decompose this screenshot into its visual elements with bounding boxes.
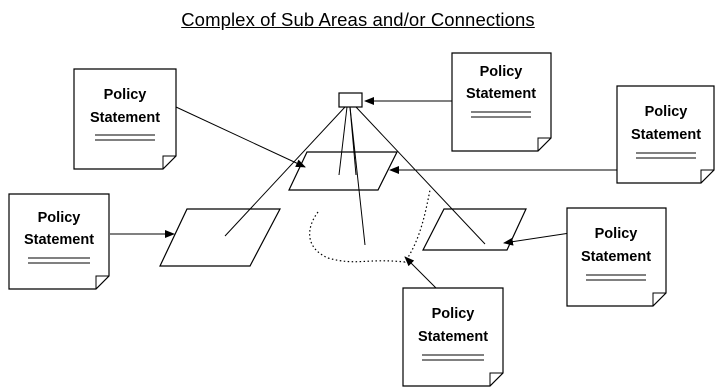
doc-label-line2: Statement	[24, 232, 94, 248]
connection-node	[338, 92, 363, 108]
doc-label-line2: Statement	[418, 329, 488, 345]
sub-area-center	[288, 151, 398, 191]
policy-document-right: Policy Statement	[616, 85, 715, 184]
policy-document-left: Policy Statement	[8, 193, 110, 290]
doc-label-line1: Policy	[595, 226, 638, 242]
dotted-connection-path	[309, 189, 431, 263]
doc-label-line2: Statement	[631, 127, 701, 143]
connection-line-to-bottom	[349, 106, 366, 246]
diagram-title: Complex of Sub Areas and/or Connections	[181, 9, 535, 30]
connection-line-to-center-area	[338, 106, 348, 176]
policy-document-lower-right: Policy Statement	[566, 207, 667, 307]
sub-area-right	[422, 208, 527, 251]
doc-label-line1: Policy	[480, 64, 523, 80]
doc-label-line1: Policy	[432, 306, 475, 322]
policy-document-bottom: Policy Statement	[402, 287, 504, 387]
policy-document-upper-left: Policy Statement	[73, 68, 177, 170]
doc-label-line1: Policy	[645, 104, 688, 120]
doc-label-line2: Statement	[466, 86, 536, 102]
sub-area-left	[159, 208, 281, 267]
doc-label-line2: Statement	[581, 249, 651, 265]
arrow-lower-right-to-right-area	[503, 232, 571, 246]
arrow-upper-left-to-center-area	[175, 106, 306, 168]
connection-line-to-left-area	[224, 106, 346, 237]
doc-label-line1: Policy	[38, 210, 81, 226]
arrow-bottom-to-dotted-path	[404, 256, 438, 290]
policy-document-top-center: Policy Statement	[451, 52, 552, 152]
doc-label-line1: Policy	[104, 87, 147, 103]
connection-line-to-right-area	[355, 106, 486, 245]
doc-label-line2: Statement	[90, 110, 160, 126]
